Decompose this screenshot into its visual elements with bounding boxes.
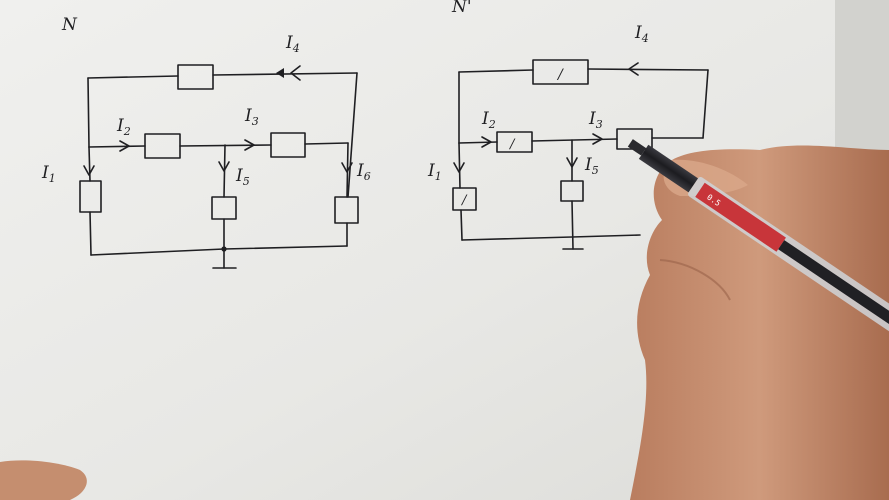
left-arrow-i5 — [218, 161, 230, 172]
left-label-i3: I3 — [244, 106, 259, 128]
left-top-wire — [87, 72, 358, 79]
right-arrow-i3 — [592, 133, 603, 145]
left-resistor-r1 — [79, 180, 102, 213]
left-arrow-i2 — [119, 140, 130, 152]
left-resistor-top — [177, 64, 214, 90]
left-arrow-i6 — [341, 162, 353, 173]
right-resistor-top — [532, 59, 589, 85]
right-label-i1: I1 — [427, 161, 442, 183]
pen-ink-tube — [778, 240, 889, 334]
lower-left-fingertip — [0, 460, 87, 500]
left-outer-left-wire — [87, 77, 90, 148]
left-label-i2: I2 — [116, 116, 131, 138]
right-label-i5: I5 — [584, 155, 599, 177]
right-arrow-i4 — [628, 62, 639, 76]
right-resistor-r1 — [452, 187, 477, 211]
left-label-i6: I6 — [356, 161, 371, 183]
right-circuit-title: N' — [451, 0, 472, 17]
right-circuit: N' / / / I1 I2 I3 I4 I5 — [427, 0, 709, 250]
left-outer-right-wire — [347, 72, 358, 198]
left-circuit: N I1 I2 I3 I4 I5 — [41, 15, 371, 269]
right-mark-r2: / — [508, 137, 516, 152]
left-resistor-r5 — [211, 196, 237, 220]
left-arrow-i4 — [290, 65, 301, 81]
left-circuit-title: N — [61, 15, 78, 35]
pen: 0.5 — [627, 139, 889, 340]
right-resistor-r2 — [496, 131, 533, 153]
right-mark-top: / — [556, 67, 564, 83]
left-label-i5: I5 — [235, 166, 250, 188]
pen-tip — [627, 139, 647, 156]
right-arrow-i2 — [481, 136, 492, 148]
hand-with-pen: 0.5 — [0, 139, 889, 500]
left-node-bottom — [221, 246, 227, 252]
right-resistor-r5 — [560, 180, 584, 202]
left-resistor-r6 — [334, 196, 359, 224]
right-label-i2: I2 — [481, 109, 496, 131]
right-top-wire — [458, 68, 709, 73]
hand — [630, 145, 889, 500]
left-arrow-i1 — [83, 165, 95, 176]
right-mark-r1: / — [460, 193, 468, 208]
right-branch-i1 — [458, 142, 463, 241]
pen-grip — [638, 144, 699, 193]
left-label-i1: I1 — [41, 163, 56, 185]
right-label-i3: I3 — [588, 109, 603, 131]
right-arrow-i5 — [566, 157, 578, 168]
knuckle-shading — [659, 259, 731, 301]
left-node-top-right — [276, 68, 284, 78]
pen-label-band — [695, 182, 786, 252]
right-bottom-wire — [461, 234, 641, 241]
left-arrow-i3 — [244, 139, 255, 151]
right-arrow-i1 — [453, 162, 465, 173]
right-branch-i5 — [571, 139, 574, 250]
right-label-i4: I4 — [634, 23, 649, 45]
left-branch-i1 — [88, 146, 92, 256]
right-outer-right-wire — [702, 69, 709, 139]
left-label-i4: I4 — [285, 33, 300, 55]
left-resistor-r3 — [270, 132, 306, 158]
left-resistor-r2 — [144, 133, 181, 159]
